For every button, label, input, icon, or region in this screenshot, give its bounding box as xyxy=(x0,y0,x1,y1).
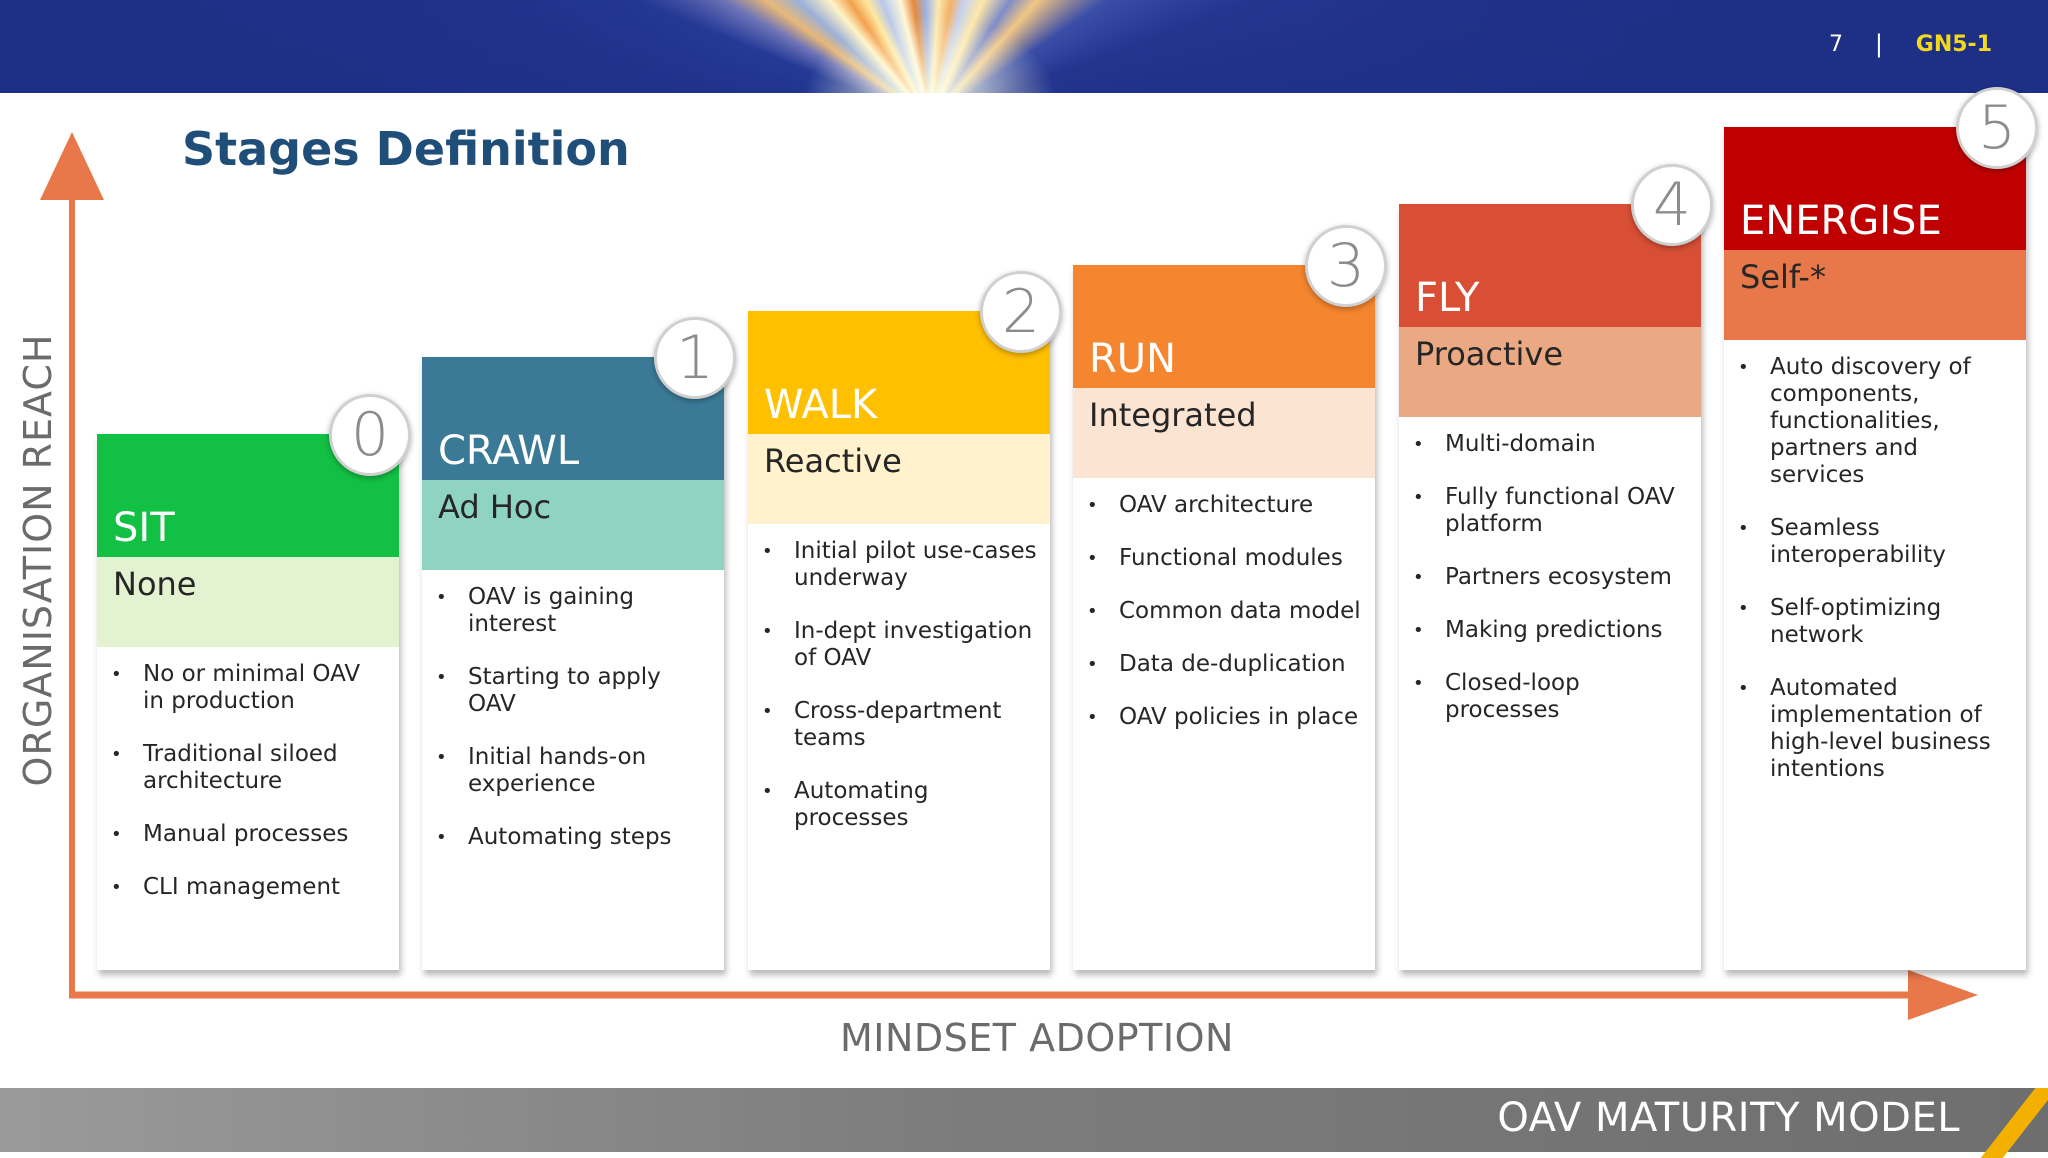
stage-bullet-item: Partners ecosystem xyxy=(1413,564,1689,591)
stage-bullet-list: No or minimal OAV in productionTradition… xyxy=(97,647,399,901)
stage-bullet-item: Functional modules xyxy=(1087,545,1363,572)
stage-bullet-item: Auto discovery of components, functional… xyxy=(1738,354,2014,489)
stage-number-badge: 4 xyxy=(1631,164,1713,246)
header-banner xyxy=(0,0,2048,93)
footer-title: OAV MATURITY MODEL xyxy=(1497,1095,1960,1141)
stage-bullet-item: Starting to apply OAV xyxy=(436,664,712,718)
stage-bullet-item: OAV architecture xyxy=(1087,492,1363,519)
stage-bullet-item: CLI management xyxy=(111,874,387,901)
stage-bullet-item: Closed-loop processes xyxy=(1413,670,1689,724)
stage-bullet-item: Seamless interoperability xyxy=(1738,515,2014,569)
page-number: 7 xyxy=(1829,32,1843,57)
stage-card-fly: FLY ProactiveMulti-domainFully functional… xyxy=(1399,204,1701,970)
stage-name: ENERGISE xyxy=(1740,198,1942,244)
stage-card-energise: ENERGISE Self-* Auto discovery of componen… xyxy=(1724,127,2026,970)
stage-name: CRAWL xyxy=(438,428,580,474)
stage-name: FLY xyxy=(1415,275,1480,321)
stage-bullet-item: Traditional siloed architecture xyxy=(111,741,387,795)
slide-title: Stages Definition xyxy=(182,122,630,176)
stage-bullet-item: Common data model xyxy=(1087,598,1363,625)
stage-bullet-item: Automating processes xyxy=(762,778,1038,832)
stage-subtitle: Proactive xyxy=(1399,327,1701,417)
stage-bullet-item: Multi-domain xyxy=(1413,431,1689,458)
stage-bullet-item: Cross-department teams xyxy=(762,698,1038,752)
stage-bullet-item: Initial pilot use-cases underway xyxy=(762,538,1038,592)
x-axis-label: MINDSET ADOPTION xyxy=(840,1016,1234,1060)
stage-bullet-item: Manual processes xyxy=(111,821,387,848)
stage-subtitle: None xyxy=(97,557,399,647)
stage-card-run: RUN IntegratedOAV architectureFunctional … xyxy=(1073,265,1375,970)
stage-bullet-list: Initial pilot use-cases underwayIn-dept … xyxy=(748,524,1050,832)
document-code: GN5-1 xyxy=(1915,32,1992,57)
stage-bullet-item: Automated implementation of high-level b… xyxy=(1738,675,2014,783)
stage-bullet-item: OAV policies in place xyxy=(1087,704,1363,731)
header-separator: | xyxy=(1874,30,1883,58)
stage-bullet-item: Making predictions xyxy=(1413,617,1689,644)
stage-number-badge: 3 xyxy=(1305,225,1387,307)
stage-name: WALK xyxy=(764,382,878,428)
stage-bullet-list: Auto discovery of components, functional… xyxy=(1724,340,2026,783)
stage-bullet-item: In-dept investigation of OAV xyxy=(762,618,1038,672)
stage-name: SIT xyxy=(113,505,175,551)
stage-bullet-item: Fully functional OAV platform xyxy=(1413,484,1689,538)
stage-bullet-list: OAV architectureFunctional modulesCommon… xyxy=(1073,478,1375,731)
stage-bullet-item: Automating steps xyxy=(436,824,712,851)
y-axis-label: ORGANISATION REACH xyxy=(16,333,60,787)
footer-bar xyxy=(0,1088,2048,1152)
stage-card-sit: SITNoneNo or minimal OAV in productionTr… xyxy=(97,434,399,970)
stage-subtitle: Reactive xyxy=(748,434,1050,524)
stage-number-badge: 2 xyxy=(980,271,1062,353)
x-axis-arrowhead xyxy=(1908,970,1978,1020)
stage-bullet-item: Data de-duplication xyxy=(1087,651,1363,678)
stage-bullet-list: Multi-domainFully functional OAV platfor… xyxy=(1399,417,1701,724)
stage-subtitle: Self-* xyxy=(1724,250,2026,340)
stage-card-crawl: CRAWL Ad HocOAV is gaining interestStarti… xyxy=(422,357,724,970)
stage-subtitle: Ad Hoc xyxy=(422,480,724,570)
stage-number-badge: 0 xyxy=(329,394,411,476)
stage-subtitle: Integrated xyxy=(1073,388,1375,478)
y-axis-arrowhead xyxy=(40,132,104,200)
stage-bullet-list: OAV is gaining interestStarting to apply… xyxy=(422,570,724,851)
stage-number-badge: 1 xyxy=(654,317,736,399)
stage-name: RUN xyxy=(1089,336,1176,382)
stage-bullet-item: Self-optimizing network xyxy=(1738,595,2014,649)
stage-bullet-item: Initial hands-on experience xyxy=(436,744,712,798)
stage-bullet-item: No or minimal OAV in production xyxy=(111,661,387,715)
stage-number-badge: 5 xyxy=(1956,87,2038,169)
stage-bullet-item: OAV is gaining interest xyxy=(436,584,712,638)
stage-card-walk: WALKReactiveInitial pilot use-cases unde… xyxy=(748,311,1050,970)
